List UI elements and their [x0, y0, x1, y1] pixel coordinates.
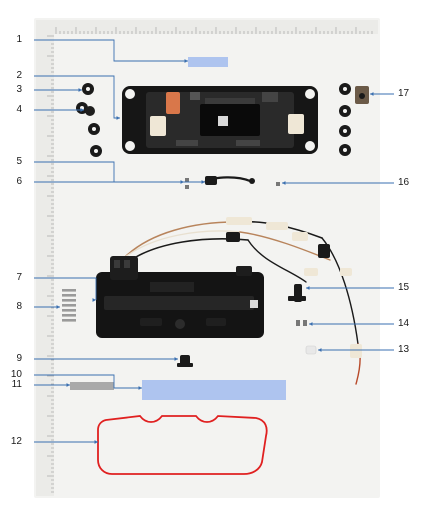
leader-arrow-9 — [174, 357, 178, 361]
connector-white-right — [288, 114, 304, 134]
leader-arrow-2 — [116, 116, 120, 120]
part-12-red-gasket — [97, 415, 268, 475]
leader-arrow-12 — [94, 440, 98, 444]
part-4-bushings — [85, 106, 102, 157]
right-grommets — [339, 83, 351, 156]
callout-label-15: 15 — [398, 282, 410, 293]
part-2-bracket-board — [122, 86, 318, 154]
leader-arrow-1 — [184, 59, 188, 63]
callout-label-13: 13 — [398, 344, 410, 355]
callout-label-10: 10 — [10, 369, 22, 380]
leader-line-1 — [34, 39, 188, 62]
leader-arrow-16 — [282, 181, 286, 185]
leader-arrow-11 — [66, 383, 70, 387]
leader-arrow-6 — [180, 180, 184, 184]
callout-label-7: 7 — [16, 272, 22, 283]
callout-label-9: 9 — [16, 353, 22, 364]
wiring-harness — [123, 217, 362, 385]
part-10-blue-film — [142, 380, 286, 400]
leader-arrow-7 — [92, 298, 96, 302]
part-8-spring-pins — [62, 289, 76, 322]
callout-label-12: 12 — [10, 436, 22, 447]
part-17-bracket — [355, 86, 369, 104]
callout-label-11: 11 — [11, 379, 22, 390]
callout-label-5: 5 — [16, 156, 22, 167]
leader-arrow-14 — [309, 322, 313, 326]
part-11-grey-pad — [70, 382, 114, 390]
leader-arrow-8 — [56, 305, 60, 309]
leader-arrow-13 — [318, 348, 322, 352]
callout-label-3: 3 — [16, 84, 22, 95]
callout-label-2: 2 — [16, 70, 22, 81]
part-7-main-housing — [96, 256, 264, 338]
leader-arrow-17 — [370, 92, 374, 96]
connector-orange — [166, 92, 180, 114]
part-1-blue-tape — [188, 57, 228, 67]
leader-lines — [34, 39, 394, 444]
callout-label-16: 16 — [398, 177, 410, 188]
leader-arrow-3 — [78, 88, 82, 92]
leader-arrow-4 — [80, 108, 84, 112]
part-5-small-cable — [204, 176, 255, 185]
part-6-screws — [185, 178, 189, 189]
callout-label-8: 8 — [16, 301, 22, 312]
callout-label-14: 14 — [398, 318, 410, 329]
callout-label-1: 1 — [16, 34, 22, 45]
callout-label-4: 4 — [16, 104, 22, 115]
leader-line-7 — [34, 277, 97, 300]
part-13-clear-clip — [305, 345, 317, 355]
ruler-top — [36, 20, 378, 34]
callout-label-17: 17 — [398, 88, 410, 99]
connector-white-left — [150, 116, 166, 136]
part-14-screws — [296, 320, 307, 326]
leader-line-10 — [34, 374, 142, 389]
callout-label-6: 6 — [16, 176, 22, 187]
part-16-screws — [276, 182, 280, 186]
leader-arrow-5 — [201, 180, 205, 184]
leader-arrow-10 — [138, 386, 142, 390]
ruler-left — [36, 20, 54, 496]
leader-arrow-15 — [306, 286, 310, 290]
part-15-bracket — [288, 284, 306, 302]
part-9-plug — [177, 355, 193, 367]
